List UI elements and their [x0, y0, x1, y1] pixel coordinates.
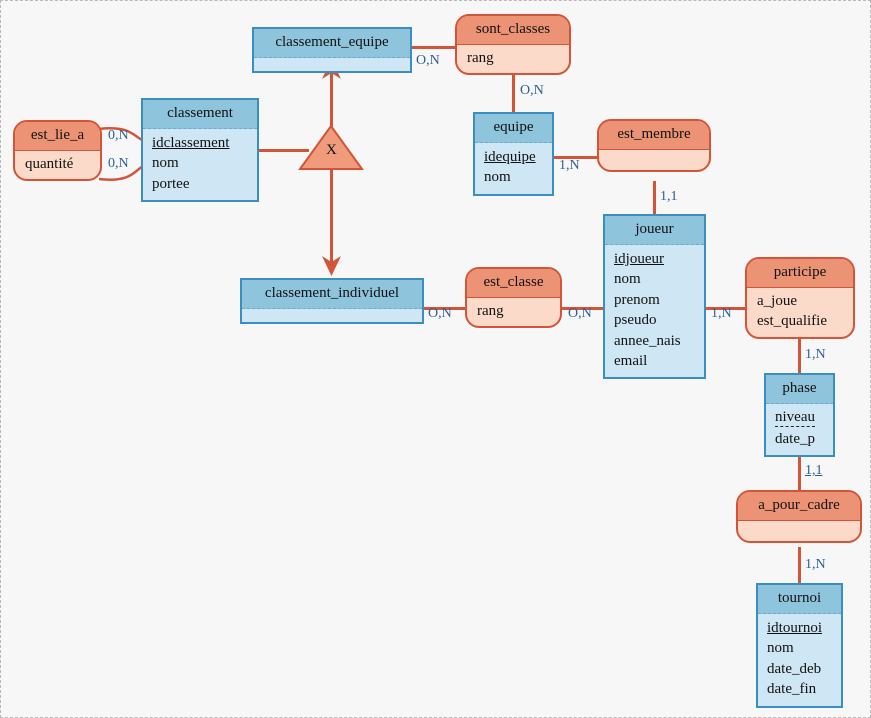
relationship-attributes: rang: [457, 45, 569, 73]
connector-phase-a-pour-cadre: [798, 451, 801, 491]
entity-phase[interactable]: phase niveau date_p: [764, 373, 835, 458]
attribute: annee_nais: [614, 332, 681, 349]
attribute: nom: [614, 271, 641, 288]
cardinality-classement-individuel-est-classe: O,N: [428, 306, 452, 321]
entity-attributes: idjoueur nom prenom pseudo annee_nais em…: [605, 245, 704, 377]
attribute: email: [614, 352, 648, 369]
relationship-est-membre[interactable]: est_membre: [597, 119, 711, 172]
attribute: prenom: [614, 291, 660, 308]
entity-joueur[interactable]: joueur idjoueur nom prenom pseudo annee_…: [603, 214, 706, 380]
relationship-attribute: quantité: [25, 156, 74, 172]
entity-classement-individuel[interactable]: classement_individuel: [240, 278, 424, 324]
relationship-title: est_classe: [467, 269, 560, 298]
entity-tournoi[interactable]: tournoi idtournoi nom date_deb date_fin: [756, 583, 843, 708]
relationship-attribute: est_qualifie: [757, 313, 827, 330]
relationship-title: est_membre: [599, 121, 709, 150]
entity-equipe[interactable]: equipe idequipe nom: [473, 112, 554, 196]
cardinality-a-pour-cadre-tournoi: 1,N: [805, 557, 826, 572]
relationship-attributes: rang: [467, 298, 560, 326]
relationship-title: est_lie_a: [15, 122, 100, 151]
connector-sont-classes-equipe: [512, 74, 515, 112]
connector-est-membre-joueur: [653, 181, 656, 215]
connector-classement-equipe-sont-classes: [410, 46, 460, 49]
attribute: nom: [767, 640, 794, 657]
relationship-participe[interactable]: participe a_joue est_qualifie: [745, 257, 855, 339]
relationship-attribute: rang: [477, 303, 504, 319]
connector-joueur-participe: [704, 307, 748, 310]
cardinality-joueur-participe: 1,N: [711, 306, 732, 321]
relationship-title: sont_classes: [457, 16, 569, 45]
entity-attributes: [254, 58, 410, 71]
relationship-attribute: a_joue: [757, 293, 797, 309]
connector-est-classe-joueur: [560, 307, 606, 310]
cardinality-classement-equipe-sont-classes: O,N: [416, 53, 440, 68]
entity-title: classement: [143, 100, 257, 129]
relationship-est-lie-a[interactable]: est_lie_a quantité: [13, 120, 102, 182]
cardinality-est-membre-joueur: 1,1: [660, 189, 678, 204]
cardinality-est-lie-a-top: 0,N: [108, 128, 129, 143]
cardinality-est-lie-a-bottom: 0,N: [108, 156, 129, 171]
entity-title: joueur: [605, 216, 704, 245]
arrowhead-down-classement-individuel: [322, 256, 341, 276]
relationship-attributes: [738, 521, 860, 541]
attribute-pk: idtournoi: [767, 620, 822, 636]
inheritance-triangle[interactable]: [298, 124, 364, 171]
cardinality-participe-phase: 1,N: [805, 347, 826, 362]
entity-attributes: idtournoi nom date_deb date_fin: [758, 614, 841, 706]
cardinality-phase-a-pour-cadre: 1,1: [805, 463, 823, 478]
attribute: nom: [484, 169, 511, 186]
connector-classement-individuel-est-classe: [422, 307, 468, 310]
entity-title: phase: [766, 375, 833, 404]
entity-attributes: niveau date_p: [766, 404, 833, 455]
inheritance-symbol-label: X: [326, 142, 337, 158]
entity-classement-equipe[interactable]: classement_equipe: [252, 27, 412, 73]
cardinality-equipe-est-membre: 1,N: [559, 158, 580, 173]
attribute-pk: idclassement: [152, 135, 230, 151]
entity-title: classement_individuel: [242, 280, 422, 309]
attribute: pseudo: [614, 312, 657, 329]
attribute-pk: idjoueur: [614, 251, 664, 267]
attribute: date_deb: [767, 660, 822, 677]
attribute: date_fin: [767, 681, 817, 698]
relationship-attributes: quantité: [15, 151, 100, 179]
connector-equipe-est-membre: [553, 156, 599, 159]
connector-x-down-line: [330, 161, 333, 271]
attribute: date_p: [775, 431, 815, 447]
connector-a-pour-cadre-tournoi: [798, 547, 801, 583]
entity-title: equipe: [475, 114, 552, 143]
cardinality-sont-classes-equipe: O,N: [520, 83, 544, 98]
relationship-a-pour-cadre[interactable]: a_pour_cadre: [736, 490, 862, 543]
entity-attributes: [242, 309, 422, 322]
relationship-title: a_pour_cadre: [738, 492, 860, 521]
attribute: portee: [152, 175, 190, 192]
attribute-weak-key: niveau: [775, 409, 815, 427]
attribute: nom: [152, 155, 179, 172]
relationship-attribute: rang: [467, 50, 494, 66]
entity-title: tournoi: [758, 585, 841, 614]
relationship-est-classe[interactable]: est_classe rang: [465, 267, 562, 329]
entity-title: classement_equipe: [254, 29, 410, 58]
entity-classement[interactable]: classement idclassement nom portee: [141, 98, 259, 203]
relationship-title: participe: [747, 259, 853, 288]
connector-classement-x: [257, 149, 309, 152]
relationship-sont-classes[interactable]: sont_classes rang: [455, 14, 571, 76]
attribute-pk: idequipe: [484, 149, 536, 165]
entity-attributes: idequipe nom: [475, 143, 552, 194]
relationship-attributes: a_joue est_qualifie: [747, 288, 853, 337]
cardinality-est-classe-joueur: O,N: [568, 306, 592, 321]
entity-attributes: idclassement nom portee: [143, 129, 257, 200]
connector-participe-phase: [798, 338, 801, 374]
relationship-attributes: [599, 150, 709, 170]
connector-x-up-line: [330, 63, 333, 141]
